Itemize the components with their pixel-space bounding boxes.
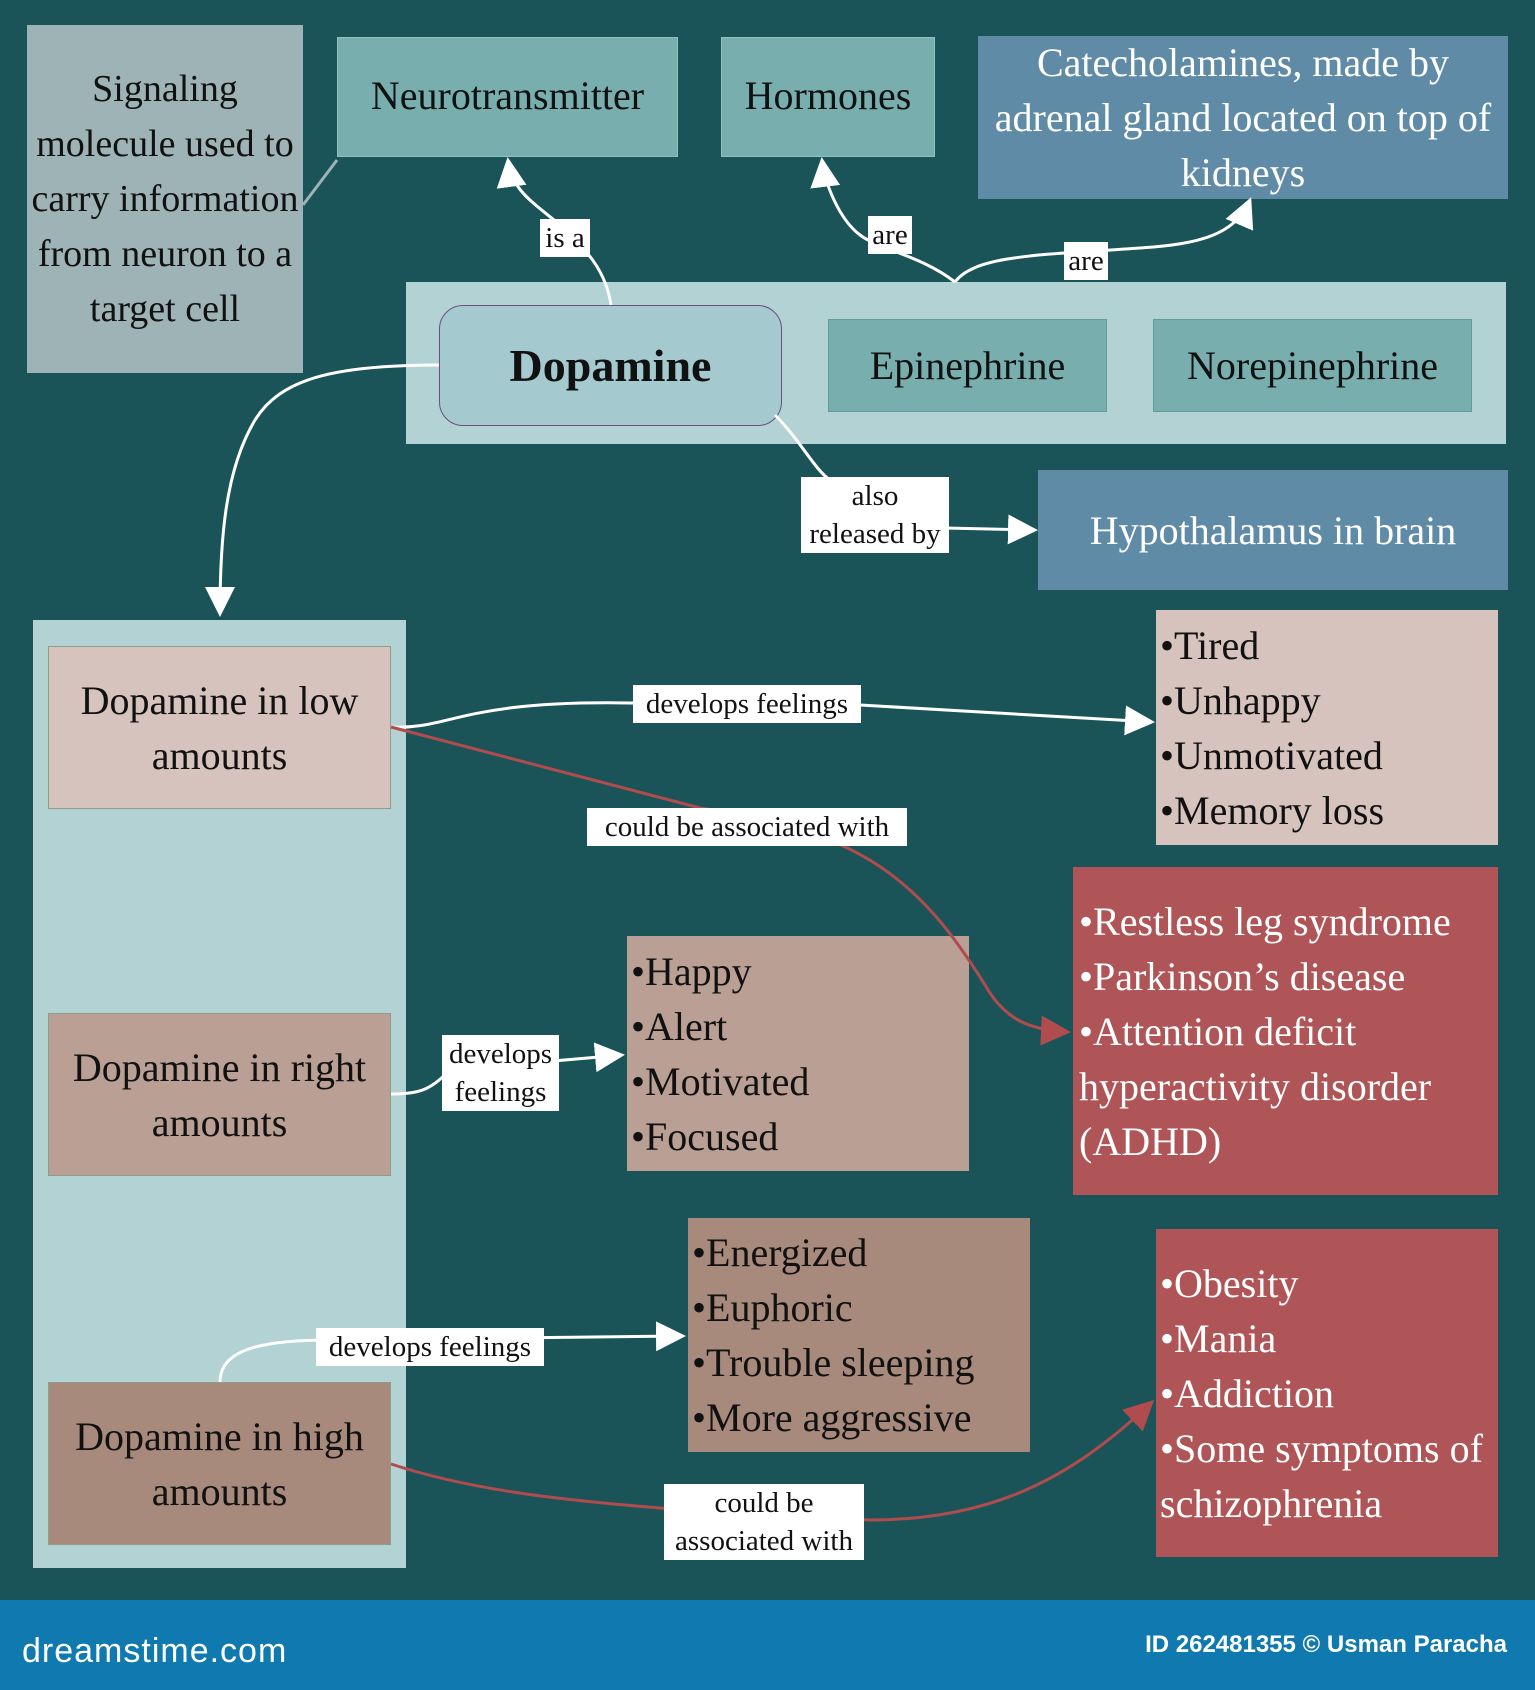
edge-label-is-a: is a [540,219,590,257]
right-feelings-box: Happy Alert Motivated Focused [627,936,969,1171]
list-item: Focused [631,1109,969,1164]
epinephrine-text: Epinephrine [869,343,1066,388]
edge-label-line: develops [448,1038,553,1070]
edge-label-high-feelings: develops feelings [316,1328,544,1366]
signaling-molecule-box: Signaling molecule used to carry informa… [27,25,303,373]
dopamine-high-text: Dopamine in high amounts [75,1413,364,1514]
list-item: More aggressive [692,1390,1030,1445]
list-item: Alert [631,999,969,1054]
low-conditions-box: Restless leg syndrome Parkinson’s diseas… [1073,867,1498,1195]
edge-low-feelings [390,701,1155,736]
edge-label-also-released: also released by [801,477,949,553]
edge-dopamine-to-amounts [205,363,440,617]
dopamine-right-text: Dopamine in right amounts [72,1044,367,1145]
high-conditions-list: Obesity Mania Addiction Some symptoms of… [1160,1256,1498,1531]
dopamine-right-box: Dopamine in right amounts [48,1013,391,1176]
list-item: Happy [631,944,969,999]
list-item: Addiction [1160,1366,1498,1421]
list-item: Energized [692,1225,1030,1280]
dopamine-box: Dopamine [439,305,782,426]
edge-label-low-assoc: could be associated with [587,808,907,846]
list-item: Tired [1160,618,1498,673]
edge-label-right-feelings: develops feelings [442,1035,559,1111]
high-feelings-box: Energized Euphoric Trouble sleeping More… [688,1218,1030,1452]
high-feelings-list: Energized Euphoric Trouble sleeping More… [692,1225,1030,1445]
high-conditions-box: Obesity Mania Addiction Some symptoms of… [1156,1229,1498,1557]
edge-high-assoc [390,1399,1155,1522]
list-item: Attention deficit hyperactivity disorder… [1079,1004,1498,1169]
edge-are-hormones [810,157,956,284]
diagram-canvas: Signaling molecule used to carry informa… [0,0,1535,1600]
neurotransmitter-text: Neurotransmitter [370,73,645,118]
epinephrine-box: Epinephrine [828,319,1107,412]
dopamine-text: Dopamine [509,340,712,391]
edge-label-line: also [851,480,899,512]
catecholamines-box: Catecholamines, made by adrenal gland lo… [978,36,1508,199]
edge-label-are-catecholamines: are [1064,242,1108,280]
list-item: Restless leg syndrome [1079,894,1498,949]
signaling-molecule-text: Signaling molecule used to carry informa… [31,67,299,330]
watermark-logo: dreamstime.com [22,1632,288,1670]
low-conditions-list: Restless leg syndrome Parkinson’s diseas… [1079,894,1498,1169]
list-item: Memory loss [1160,783,1498,838]
hypothalamus-text: Hypothalamus in brain [1089,507,1457,553]
low-feelings-box: Tired Unhappy Unmotivated Memory loss [1156,610,1498,845]
list-item: Some symptoms of schizophrenia [1160,1421,1498,1531]
edge-low-assoc [390,725,1071,1046]
list-item: Motivated [631,1054,969,1109]
edge-label-line: feelings [454,1076,547,1108]
hypothalamus-box: Hypothalamus in brain [1038,470,1508,590]
list-item: Euphoric [692,1280,1030,1335]
edge-label-line: released by [809,518,941,550]
edge-label-low-feelings: develops feelings [633,685,861,723]
dopamine-low-box: Dopamine in low amounts [48,646,391,809]
hormones-text: Hormones [744,73,912,118]
neurotransmitter-box: Neurotransmitter [337,37,678,157]
list-item: Unhappy [1160,673,1498,728]
edges-layer [205,157,1254,1522]
edge-label-line: associated with [675,1525,853,1557]
dopamine-high-box: Dopamine in high amounts [48,1382,391,1545]
norepinephrine-box: Norepinephrine [1153,319,1472,412]
list-item: Trouble sleeping [692,1335,1030,1390]
list-item: Parkinson’s disease [1079,949,1498,1004]
edge-label-line: could be [714,1487,814,1519]
catecholamines-text: Catecholamines, made by adrenal gland lo… [994,40,1492,195]
low-feelings-list: Tired Unhappy Unmotivated Memory loss [1160,618,1498,838]
list-item: Mania [1160,1311,1498,1366]
edge-label-are-hormones: are [868,216,912,254]
dopamine-low-text: Dopamine in low amounts [80,677,359,778]
right-feelings-list: Happy Alert Motivated Focused [631,944,969,1164]
norepinephrine-text: Norepinephrine [1186,343,1438,388]
watermark-footer [0,1600,1535,1690]
list-item: Obesity [1160,1256,1498,1311]
signaling-connector [301,159,339,206]
watermark-credit: ID 262481355 © Usman Paracha [1145,1631,1507,1658]
edge-are-catecholamines [953,197,1254,283]
list-item: Unmotivated [1160,728,1498,783]
edge-label-high-assoc: could be associated with [664,1484,864,1560]
hormones-box: Hormones [721,37,935,157]
